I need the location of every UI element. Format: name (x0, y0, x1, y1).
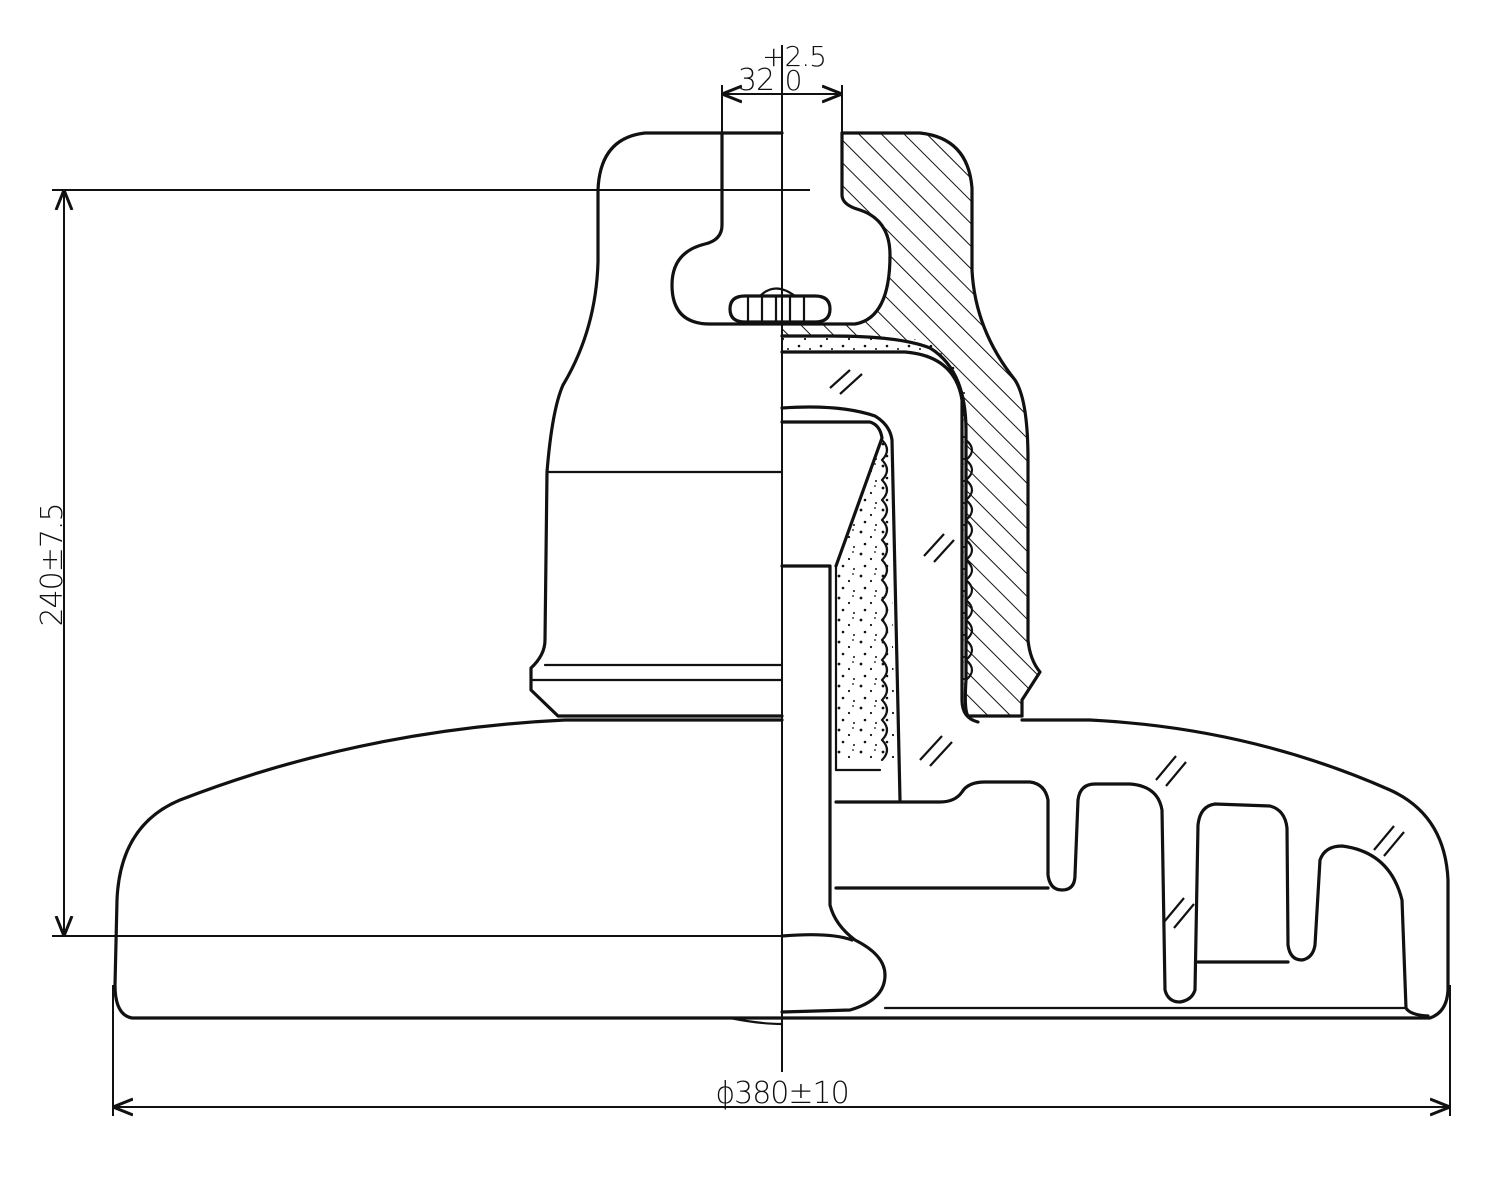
locking-pin (728, 287, 832, 324)
pin-tolerance-upper: +2.5 (762, 40, 826, 73)
height-dimension-label: 240±7.5 (35, 503, 70, 626)
cap-section-right (780, 131, 1042, 718)
glass-material-marks (829, 369, 1405, 929)
pin-width-label: 32 (738, 63, 774, 98)
shed-section-right (780, 718, 1450, 1020)
height-dimension: 240±7.5 (35, 189, 810, 937)
pin-section (780, 564, 887, 1014)
dielectric-head-section (780, 338, 980, 802)
diameter-dimension-label: ϕ380±10 (715, 1076, 848, 1111)
pin-width-dimension: 32 +2.5 0 (721, 40, 843, 133)
shed-exterior-left (113, 718, 784, 1026)
cap-exterior-left (529, 131, 784, 718)
pin-tolerance-lower: 0 (785, 64, 802, 97)
diameter-dimension: ϕ380±10 (112, 985, 1451, 1116)
